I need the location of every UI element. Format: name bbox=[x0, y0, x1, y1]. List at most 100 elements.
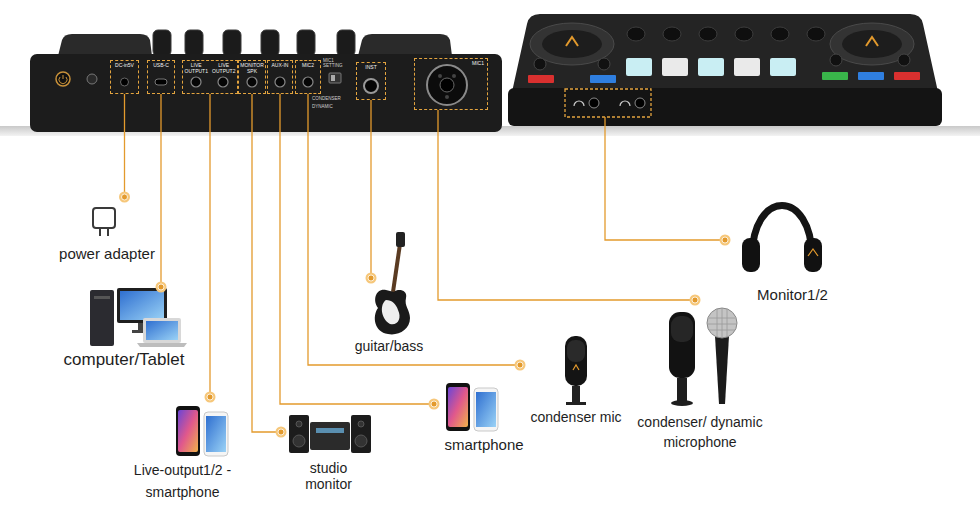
connector bbox=[160, 94, 161, 287]
device-callout: smartphone bbox=[434, 378, 534, 454]
device-callout: condenser mic bbox=[520, 330, 632, 426]
guitar-neck bbox=[393, 244, 400, 292]
mic-base bbox=[671, 400, 693, 406]
pad-button bbox=[626, 58, 652, 76]
combo-jack bbox=[427, 65, 467, 105]
xlr-pin bbox=[452, 74, 456, 78]
pc-tower bbox=[90, 290, 114, 346]
port-name: DC-in5V bbox=[111, 63, 138, 69]
connector bbox=[308, 94, 520, 365]
device-callout: condenser/ dynamic microphone bbox=[625, 300, 775, 453]
port-name: MIC1 bbox=[416, 61, 484, 67]
mic-grille bbox=[567, 340, 585, 362]
device-name: studio monitor bbox=[298, 460, 360, 492]
connector bbox=[209, 94, 210, 397]
connector-dot bbox=[690, 295, 701, 306]
connector-dot bbox=[156, 282, 167, 293]
device-name: guitar/bass bbox=[345, 338, 433, 355]
jack bbox=[275, 77, 285, 87]
laptop bbox=[143, 318, 181, 343]
headphone-cup bbox=[742, 238, 760, 272]
pad-button bbox=[698, 58, 724, 76]
jack bbox=[218, 77, 228, 87]
adapter-icon bbox=[93, 208, 115, 228]
speaker bbox=[351, 415, 371, 453]
pad bbox=[58, 34, 152, 56]
guitar-body bbox=[375, 290, 410, 335]
port-tag: MIC2 bbox=[295, 60, 321, 94]
button bbox=[528, 75, 554, 83]
port-name: LIVE OUTPUT1 bbox=[183, 63, 210, 74]
logo bbox=[808, 249, 818, 256]
connector-dot bbox=[517, 362, 523, 368]
leader-line bbox=[605, 117, 725, 240]
connector-dot bbox=[205, 392, 216, 403]
logo bbox=[573, 365, 579, 370]
device-callout: computer/Tablet bbox=[48, 287, 200, 370]
port-name: LIVE OUTPUT2 bbox=[211, 63, 238, 74]
dynamic-handle bbox=[715, 336, 729, 404]
xlr-pin bbox=[438, 74, 442, 78]
dc-jack bbox=[121, 78, 129, 86]
port-name: AUX-IN bbox=[268, 63, 292, 69]
device-name: condenser/ dynamic microphone bbox=[625, 412, 775, 453]
headphone-glyph bbox=[620, 101, 630, 106]
jack bbox=[589, 98, 599, 108]
pc-detail bbox=[94, 296, 110, 299]
phone bbox=[474, 388, 498, 431]
device-name: Monitor1/2 bbox=[740, 286, 845, 304]
port-tag: DC-in5V bbox=[110, 60, 139, 94]
jog-center bbox=[842, 30, 902, 58]
knob bbox=[771, 27, 789, 41]
port-tag: AUX-IN bbox=[267, 60, 293, 94]
device-name: smartphone bbox=[434, 436, 534, 454]
xlr-pin bbox=[445, 95, 449, 99]
headphone-cup bbox=[804, 238, 822, 272]
connector-dot bbox=[207, 394, 213, 400]
phone-screen bbox=[206, 416, 226, 452]
logo bbox=[866, 37, 878, 46]
port-tag: INST bbox=[356, 62, 386, 100]
knob bbox=[153, 30, 171, 56]
knob bbox=[898, 54, 910, 66]
knob bbox=[807, 27, 825, 41]
jack bbox=[303, 77, 313, 87]
connector bbox=[124, 94, 125, 197]
device-name: Live-output1/2 -smartphone bbox=[130, 459, 235, 504]
connector-dot bbox=[276, 427, 287, 438]
knob bbox=[223, 30, 241, 56]
pad bbox=[358, 34, 452, 56]
panel-marking: MIC1 SETTING bbox=[323, 59, 350, 69]
knob bbox=[261, 30, 279, 56]
mic-stand bbox=[572, 386, 580, 402]
port-name: USB-C bbox=[148, 63, 174, 69]
knob bbox=[337, 30, 355, 56]
jack bbox=[191, 77, 201, 87]
monitor-screen bbox=[120, 291, 164, 320]
connector-dot bbox=[692, 297, 698, 303]
phone bbox=[176, 406, 200, 456]
phone bbox=[446, 383, 470, 431]
device-name: power adapter bbox=[48, 245, 166, 263]
button bbox=[822, 72, 848, 80]
knob bbox=[598, 58, 610, 70]
device-callout: Live-output1/2 -smartphone bbox=[130, 397, 235, 504]
mic-stand bbox=[677, 378, 687, 402]
connector bbox=[438, 110, 695, 300]
grille-mesh bbox=[708, 308, 736, 338]
usb-port bbox=[155, 79, 167, 85]
connector-dot bbox=[429, 399, 440, 410]
mic-body bbox=[669, 312, 695, 378]
port-name: MIC2 bbox=[296, 63, 320, 69]
knob bbox=[297, 30, 315, 56]
port-tag: MIC1 bbox=[414, 58, 488, 110]
pad-button bbox=[734, 58, 760, 76]
stereo-unit bbox=[310, 422, 350, 450]
connector bbox=[280, 94, 434, 404]
connector-dot bbox=[431, 401, 437, 407]
connector-dot bbox=[119, 192, 130, 203]
adapter-prongs bbox=[100, 228, 108, 236]
port-tag: MONITOR SPK bbox=[238, 60, 266, 94]
button bbox=[894, 72, 920, 80]
phone-screen bbox=[178, 410, 198, 452]
